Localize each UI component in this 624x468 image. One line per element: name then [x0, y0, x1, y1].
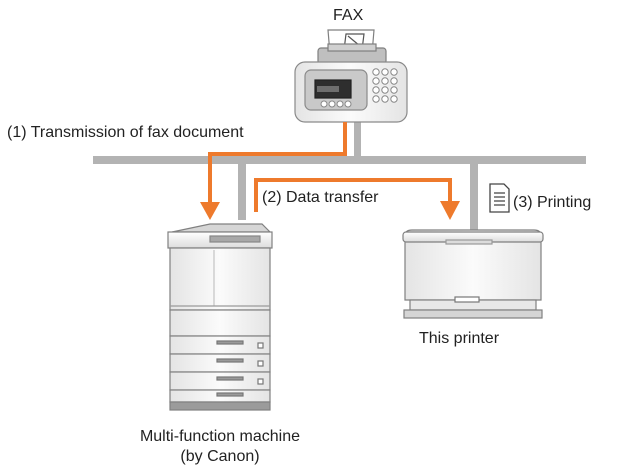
document-icon [489, 183, 510, 213]
mfp-label-line2: (by Canon) [180, 448, 260, 465]
step1-label: (1) Transmission of fax document [7, 124, 244, 141]
printer-icon [402, 229, 544, 319]
transmission-arrow [200, 122, 347, 220]
mfp-label-line1: Multi-function machine [139, 428, 301, 445]
network-lines [93, 114, 586, 232]
data-transfer-arrow [254, 178, 460, 220]
step3-label: (3) Printing [513, 194, 592, 211]
fax-label: FAX [333, 7, 364, 24]
fax-machine-icon [294, 29, 408, 123]
step2-label: (2) Data transfer [262, 189, 379, 206]
printer-label: This printer [419, 330, 500, 347]
multifunction-machine-icon [167, 223, 273, 411]
